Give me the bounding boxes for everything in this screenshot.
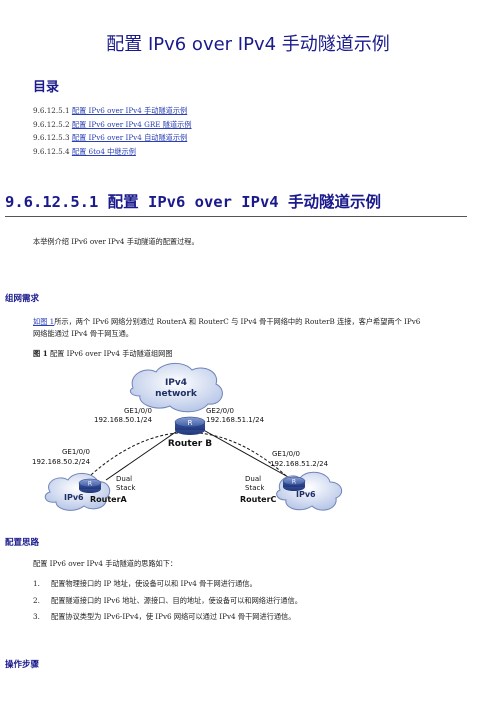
page-title: 配置 IPv6 over IPv4 手动隧道示例 [106,34,390,55]
section-intro: 本举例介绍 IPv6 over IPv4 手动隧道的配置过程。 [33,237,199,246]
ra-interface: GE1/0/0 [62,448,90,456]
approach-steps: 1. 配置物理接口的 IP 地址，使设备可以和 IPv4 骨干网进行通信。 2.… [33,576,302,626]
router-b-icon: R [174,416,206,435]
cloud-label-line1: IPv4 [165,378,187,388]
ipv4-cloud: IPv4 network [129,363,223,413]
ipv6-right-label: IPv6 [296,490,316,499]
step-number: 2. [33,595,40,605]
toc-item: 9.6.12.5.2 配置 IPv6 over IPv4 GRE 隧道示例 [33,118,192,132]
toc-item-number: 9.6.12.5.2 [33,119,70,129]
toc-link[interactable]: 配置 IPv6 over IPv4 自动隧道示例 [71,133,188,142]
section-title: 9.6.12.5.1 配置 IPv6 over IPv4 手动隧道示例 [5,190,467,217]
figure-caption-number: 图 1 [33,349,48,358]
approach-heading: 配置思路 [5,538,40,548]
toc-link[interactable]: 配置 6to4 中继示例 [71,146,136,156]
requirements-line2: 网络能通过 IPv4 骨干网互通。 [33,328,133,338]
figure-link[interactable]: 如图 1 [33,317,55,326]
toc-item-number: 9.6.12.5.3 [33,133,70,142]
toc-link[interactable]: 配置 IPv6 over IPv4 GRE 隧道示例 [71,119,192,129]
step-text: 配置隧道接口的 IPv6 地址、源接口、目的地址，使设备可以和网络进行通信。 [51,595,302,605]
ipv6-left-label: IPv6 [64,493,84,502]
router-glyph: R [292,479,296,486]
rb-right-ip: 192.168.51.1/24 [206,416,265,424]
toc-item-number: 9.6.12.5.4 [33,146,70,156]
rb-left-interface: GE1/0/0 [124,407,152,415]
network-topology-diagram: IPv4 network R Router B GE1/0/0 192.168.… [32,363,343,511]
dual-stack-a-line2: Stack [116,484,136,492]
requirements-heading: 组网需求 [5,294,40,304]
dual-stack-c-line2: Stack [245,484,265,492]
step-number: 3. [33,612,40,621]
link-rb-ra [105,426,184,481]
router-glyph: R [188,419,193,427]
step-number: 1. [33,579,40,588]
link-rb-rc [197,426,291,479]
step-text: 配置协议类型为 IPv6-IPv4，使 IPv6 网络可以通过 IPv4 骨干网… [51,612,296,621]
requirements-line1: 所示，两个 IPv6 网络分别通过 RouterA 和 RouterC 与 IP… [54,317,421,326]
toc-item: 9.6.12.5.1 配置 IPv6 over IPv4 手动隧道示例 [33,104,192,118]
router-a-label: RouterA [90,495,128,504]
toc-item-number: 9.6.12.5.1 [33,106,70,115]
ipv6-left-cloud: IPv6 [44,473,111,511]
router-b-label: Router B [168,439,212,449]
toc-heading: 目录 [33,80,60,95]
list-item: 3. 配置协议类型为 IPv6-IPv4，使 IPv6 网络可以通过 IPv4 … [33,609,302,626]
list-item: 1. 配置物理接口的 IP 地址，使设备可以和 IPv4 骨干网进行通信。 [33,576,302,593]
rc-interface: GE1/0/0 [272,450,300,458]
router-a-icon: R [78,478,102,493]
cloud-label-line2: network [155,389,198,399]
list-item: 2. 配置隧道接口的 IPv6 地址、源接口、目的地址，使设备可以和网络进行通信… [33,593,302,610]
toc-list: 9.6.12.5.1 配置 IPv6 over IPv4 手动隧道示例 9.6.… [33,104,192,158]
rb-right-interface: GE2/0/0 [206,407,234,415]
rb-left-ip: 192.168.50.1/24 [94,416,153,424]
ra-ip: 192.168.50.2/24 [32,458,91,466]
router-glyph: R [88,481,92,488]
approach-intro: 配置 IPv6 over IPv4 手动隧道的思路如下： [33,559,178,568]
figure-caption: 图 1 配置 IPv6 over IPv4 手动隧道组网图 [33,349,173,359]
router-c-label: RouterC [240,495,277,504]
tunnel-dashed-path [79,432,297,486]
figure-caption-text: 配置 IPv6 over IPv4 手动隧道组网图 [47,349,173,358]
toc-link[interactable]: 配置 IPv6 over IPv4 手动隧道示例 [71,106,188,115]
step-text: 配置物理接口的 IP 地址，使设备可以和 IPv4 骨干网进行通信。 [51,579,257,588]
router-c-icon: R [282,476,306,491]
toc-item: 9.6.12.5.3 配置 IPv6 over IPv4 自动隧道示例 [33,131,192,145]
rc-ip: 192.168.51.2/24 [270,460,329,468]
procedure-heading: 操作步骤 [5,660,40,670]
toc-item: 9.6.12.5.4 配置 6to4 中继示例 [33,145,192,159]
dual-stack-a-line1: Dual [116,475,132,483]
requirements-text: 如图 1所示，两个 IPv6 网络分别通过 RouterA 和 RouterC … [33,316,473,339]
dual-stack-c-line1: Dual [245,475,261,483]
